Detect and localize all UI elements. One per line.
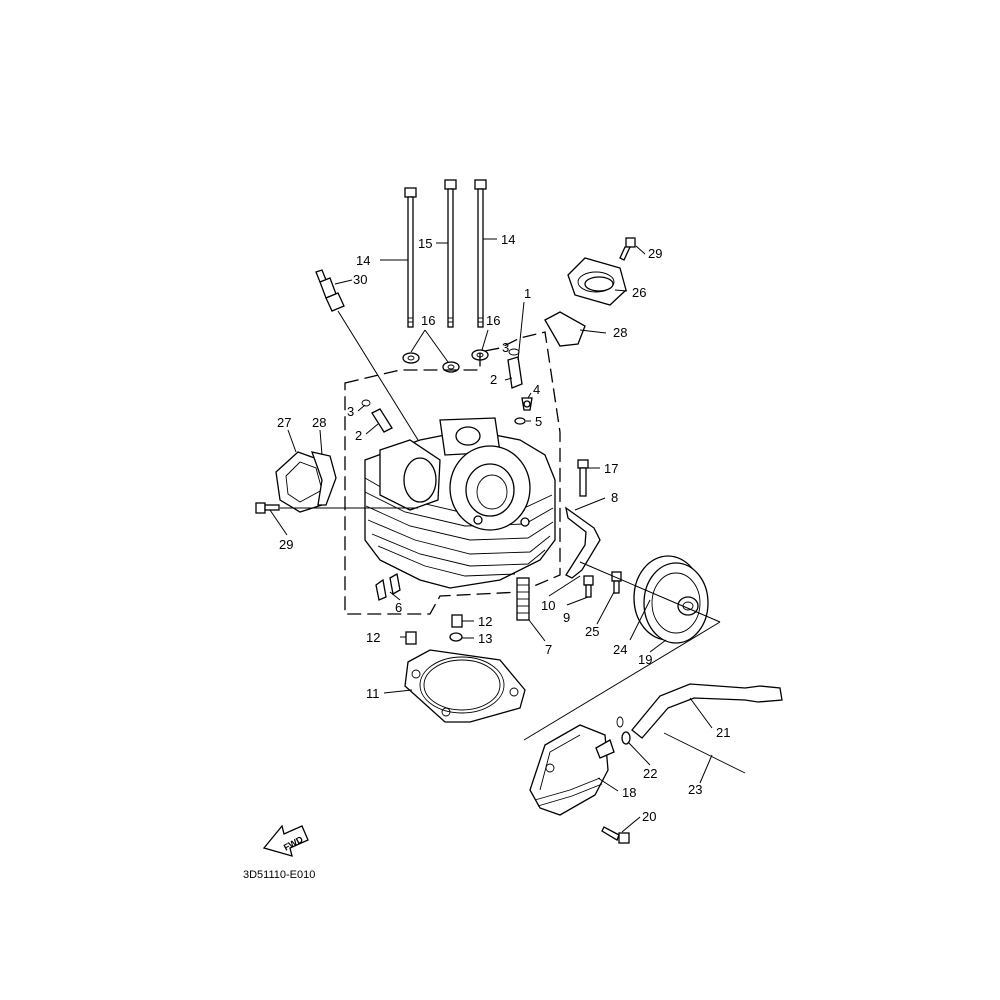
cover-plate [633,555,709,644]
intake-holder [567,257,627,306]
clip-22 [616,716,631,745]
callout-1: 1 [524,286,531,301]
callout-8: 8 [611,490,618,505]
bolt-17 [577,459,589,497]
callout-29: 29 [648,246,662,261]
callout-6: 6 [395,600,402,615]
callout-10: 10 [541,598,555,613]
callout-23: 23 [688,782,702,797]
head-bolt-left [404,187,417,328]
callout-3: 3 [347,404,354,419]
callout-4: 4 [533,382,540,397]
spark-plug [315,269,419,441]
callout-12: 12 [478,614,492,629]
dowel-12 [405,614,463,645]
callout-28: 28 [312,415,326,430]
bolt-25 [611,571,622,594]
callout-17: 17 [604,461,618,476]
callout-14: 14 [356,253,370,268]
callout-13: 13 [478,631,492,646]
callout-14: 14 [501,232,515,247]
dowel-pin [375,572,401,601]
callout-30: 30 [353,272,367,287]
callout-26: 26 [632,285,646,300]
side-gasket [565,506,601,579]
o-ring-13 [449,632,463,642]
callout-27: 27 [277,415,291,430]
callout-2: 2 [490,372,497,387]
callout-16: 16 [486,313,500,328]
callout-21: 21 [716,725,730,740]
washer-16 [402,349,489,373]
tensioner-spring [516,577,530,621]
callout-15: 15 [418,236,432,251]
cylinder-head [364,417,556,589]
fwd-arrow-icon: FWD [262,824,309,857]
breather-hose [631,683,783,739]
callout-20: 20 [642,809,656,824]
callout-12: 12 [366,630,380,645]
drawing-code: 3D51110-E010 [243,869,315,881]
callout-25: 25 [585,624,599,639]
valve-guide [361,348,523,433]
head-gasket [404,649,526,723]
head-bolt-center [444,179,457,328]
head-bolt-right [474,179,487,328]
side-cover [275,451,337,513]
callout-7: 7 [545,642,552,657]
bolt-20 [601,826,630,844]
callout-19: 19 [638,652,652,667]
callout-28: 28 [613,325,627,340]
bolt-29-top [619,237,636,261]
lower-cover [529,724,615,816]
callout-11: 11 [366,686,380,701]
plug-4-5 [514,397,533,425]
callout-2: 2 [355,428,362,443]
callout-29: 29 [279,537,293,552]
callout-24: 24 [613,642,627,657]
callout-3: 3 [502,340,509,355]
leader-lines [269,238,713,833]
callout-9: 9 [563,610,570,625]
gasket-28-top [544,311,586,347]
callout-18: 18 [622,785,636,800]
callout-5: 5 [535,414,542,429]
bolt-29-left [255,502,280,514]
assembly-boundary [344,331,561,615]
tie-wire [663,732,746,774]
callout-16: 16 [421,313,435,328]
bolt-9 [583,575,594,598]
callout-22: 22 [643,766,657,781]
